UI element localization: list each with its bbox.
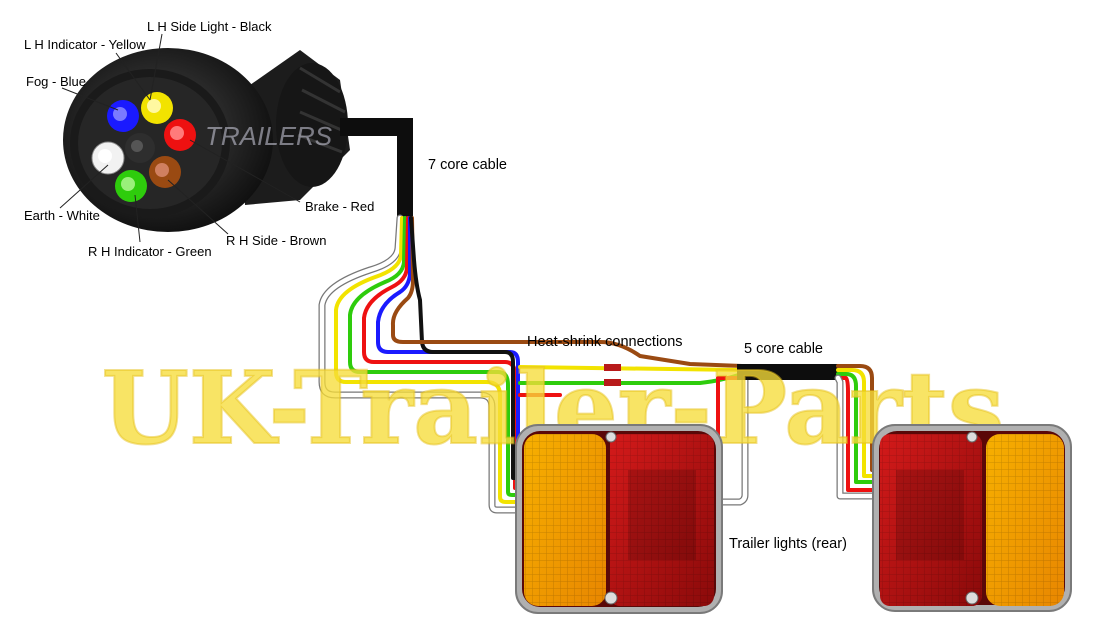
right-trailer-light <box>872 424 1072 612</box>
label-brake: Brake - Red <box>305 199 374 214</box>
wire-blue <box>376 216 520 482</box>
label-fog: Fog - Blue <box>26 74 86 89</box>
label-rh-side: R H Side - Brown <box>226 233 326 248</box>
seven-core-cable <box>340 118 413 218</box>
label-lh-indicator: L H Indicator - Yellow <box>24 37 146 52</box>
plug-grip <box>276 63 348 187</box>
right-light-screw-bottom <box>965 591 979 605</box>
wire-white <box>319 215 523 513</box>
label-seven-core-cable: 7 core cable <box>428 157 507 173</box>
label-five-core-cable: 5 core cable <box>744 341 823 357</box>
svg-text:TRAILERS: TRAILERS <box>205 121 333 151</box>
wire-brown <box>390 216 514 344</box>
heat-shrink-sleeves <box>604 364 621 386</box>
seven-core-wires <box>318 214 524 514</box>
label-trailer-lights: Trailer lights (rear) <box>729 536 847 552</box>
left-trailer-light <box>515 424 723 614</box>
seven-pin-plug: TRAILERS <box>63 48 350 232</box>
five-core-cable <box>737 364 840 380</box>
left-light-screw-bottom <box>604 591 618 605</box>
wire-yellow-feed <box>518 365 744 372</box>
left-light-screw-top <box>605 431 617 443</box>
right-light-wires <box>834 364 884 500</box>
wire-brown-feed <box>403 340 744 368</box>
label-lh-side-light: L H Side Light - Black <box>147 19 272 34</box>
label-heat-shrink: Heat-shrink connections <box>527 334 683 350</box>
wire-black <box>409 216 522 480</box>
label-rh-indicator: R H Indicator - Green <box>88 244 212 259</box>
right-light-screw-top <box>966 431 978 443</box>
wire-yellow <box>334 216 522 504</box>
wire-green <box>348 216 522 497</box>
wire-white-feed <box>523 375 748 505</box>
label-earth: Earth - White <box>24 208 100 223</box>
callout-lines <box>59 33 301 243</box>
